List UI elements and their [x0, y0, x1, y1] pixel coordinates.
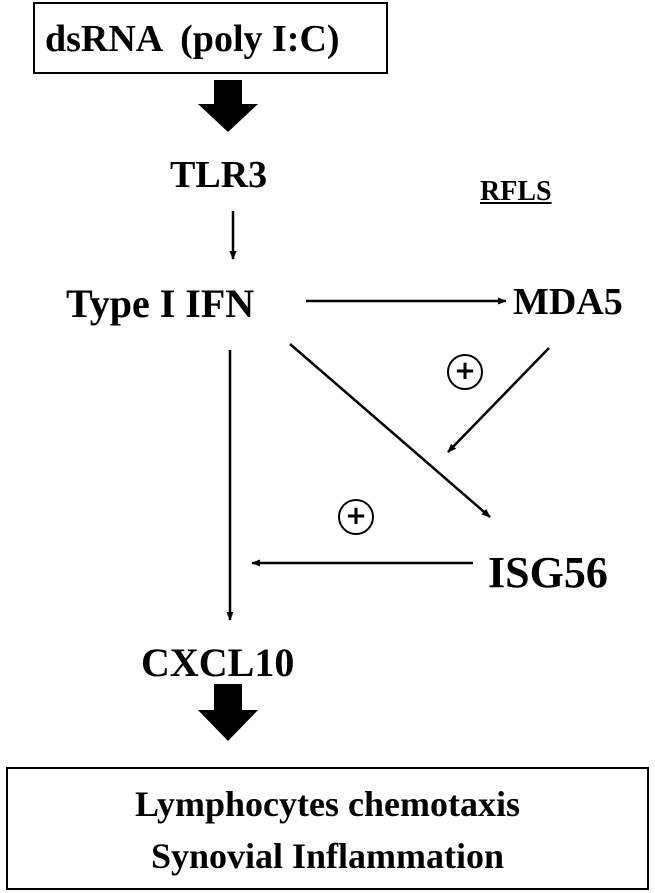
outcome-box: Lymphocytes chemotaxis Synovial Inflamma…	[6, 767, 649, 890]
outcome-line-2: Synovial Inflammation	[150, 836, 505, 876]
type1-ifn-label: Type I IFN	[66, 281, 255, 326]
rfls-label: RFLS	[480, 176, 552, 207]
isg56-label: ISG56	[488, 548, 608, 597]
outcome-line-1: Lymphocytes chemotaxis	[135, 784, 520, 824]
cxcl10-label: CXCL10	[141, 640, 295, 685]
dsrna-box: dsRNA (poly I:C)	[33, 2, 388, 74]
mda5-label: MDA5	[513, 281, 623, 323]
dsrna-label: dsRNA (poly I:C)	[45, 18, 340, 60]
plus-badge-mda5-isg56: +	[447, 354, 483, 390]
thick-arrow-dsrna-to-tlr3	[198, 80, 258, 132]
tlr3-label: TLR3	[170, 154, 268, 196]
plus-badge-isg56-cxcl10: +	[338, 499, 374, 535]
arrow-mda5-to-isg56	[447, 347, 550, 453]
thick-arrow-cxcl10-to-outcome	[198, 684, 258, 741]
arrow-ifn-to-isg56	[289, 343, 491, 518]
